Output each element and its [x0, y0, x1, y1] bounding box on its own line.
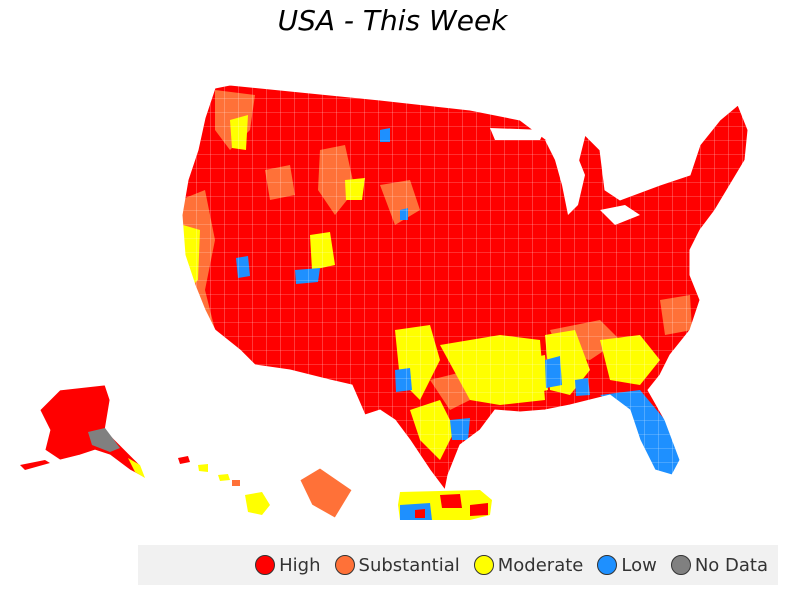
legend-swatch-substantial	[334, 555, 355, 575]
lower-48-states	[181, 84, 749, 491]
legend-label: High	[279, 554, 321, 576]
legend-swatch-moderate	[473, 555, 494, 575]
pacific-territory	[299, 467, 353, 519]
legend-swatch-low	[597, 555, 618, 575]
alaska	[20, 384, 146, 479]
puerto-rico	[398, 490, 492, 520]
legend-label: No Data	[694, 554, 768, 576]
legend-label: Moderate	[497, 554, 584, 576]
hawaii	[178, 456, 270, 515]
legend-label: Low	[621, 554, 657, 576]
legend-item-high: High	[255, 554, 321, 576]
legend-item-low: Low	[597, 554, 657, 576]
great-lakes	[600, 205, 640, 225]
legend-item-moderate: Moderate	[473, 554, 584, 576]
legend-swatch-no-data	[670, 555, 691, 575]
legend-item-substantial: Substantial	[334, 554, 460, 576]
map-title: USA - This Week	[277, 4, 508, 37]
great-lakes	[545, 140, 585, 215]
legend-item-no-data: No Data	[670, 554, 768, 576]
legend-label: Substantial	[358, 554, 460, 576]
map-legend: High Substantial Moderate Low No Data	[138, 545, 778, 585]
legend-swatch-high	[255, 555, 276, 575]
great-lakes	[490, 128, 545, 140]
